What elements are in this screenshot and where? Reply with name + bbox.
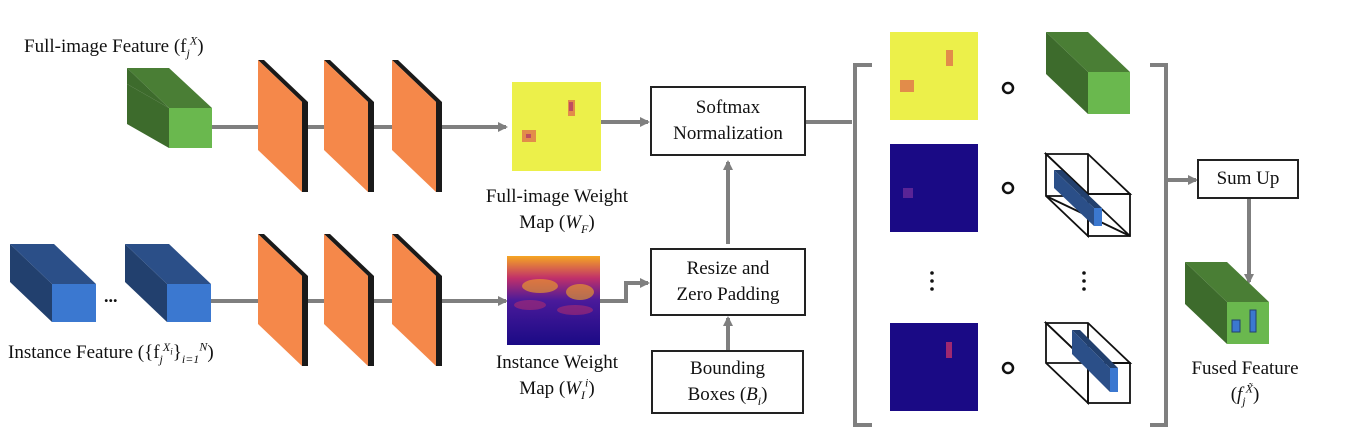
right-full-feature-cube xyxy=(1046,32,1130,114)
conv-block xyxy=(324,234,374,366)
instance-box-n xyxy=(1072,330,1118,392)
hadamard-operator-2 xyxy=(1001,181,1015,195)
vertical-ellipsis-features xyxy=(1082,271,1086,291)
instance-ellipsis: ... xyxy=(104,286,118,306)
softmax-normalization-box: Softmax Normalization xyxy=(650,86,806,156)
full-image-weight-map xyxy=(512,82,601,171)
instance-feature-cube-2 xyxy=(125,244,211,322)
instance-feature-cube-1 xyxy=(10,244,96,322)
conv-block xyxy=(392,60,442,192)
conv-blocks-bottom xyxy=(258,234,442,366)
sum-up-box: Sum Up xyxy=(1197,159,1299,199)
hadamard-operator-1 xyxy=(1001,81,1015,95)
vertical-ellipsis-maps xyxy=(930,271,934,291)
conv-block xyxy=(324,60,374,192)
fused-weight-map-instance-1 xyxy=(890,144,978,232)
conv-block xyxy=(258,234,308,366)
fused-feature-label: Fused Feature (fjX̃) xyxy=(1191,358,1299,408)
hadamard-operator-3 xyxy=(1001,361,1015,375)
flow-lines xyxy=(211,117,1254,350)
instance-feature-label: Instance Feature ({fjXi}i=1N) xyxy=(8,339,214,366)
full-image-weight-map-label: Full-image Weight Map (WF) xyxy=(485,186,629,236)
resize-zero-padding-box: Resize and Zero Padding xyxy=(650,248,806,316)
fused-feature-cube xyxy=(1185,262,1269,344)
instance-weight-map-label: Instance Weight Map (WIi) xyxy=(495,352,619,402)
fused-weight-map-instance-n xyxy=(890,323,978,411)
bounding-boxes-box: Bounding Boxes (Bi) xyxy=(651,350,804,414)
instance-box-1 xyxy=(1054,170,1102,226)
right-bracket xyxy=(1150,63,1168,427)
full-image-feature-label: Full-image Feature (fjX) xyxy=(24,33,204,60)
conv-block xyxy=(392,234,442,366)
instance-weight-map xyxy=(507,256,600,345)
conv-blocks-top xyxy=(258,60,442,192)
full-image-feature-cube xyxy=(127,68,212,148)
fused-weight-map-full xyxy=(890,32,978,120)
left-bracket xyxy=(853,63,872,427)
conv-block xyxy=(258,60,308,192)
